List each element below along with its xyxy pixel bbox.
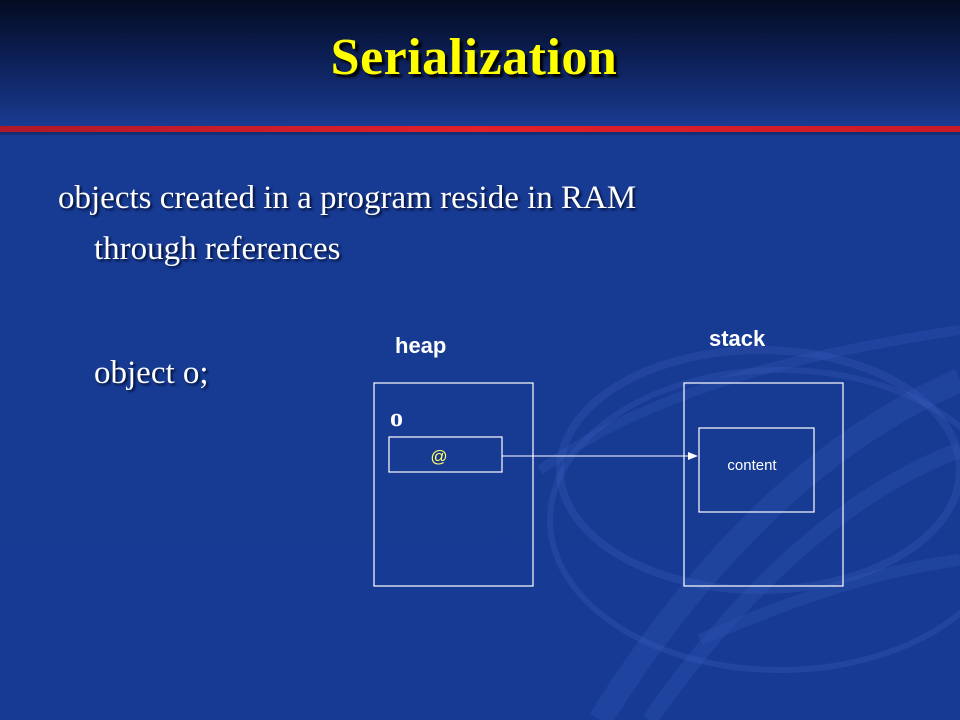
variable-name-label: o bbox=[390, 403, 403, 432]
heap-box bbox=[373, 382, 534, 587]
code-declaration: object o; bbox=[94, 355, 209, 391]
content-label: content bbox=[727, 457, 777, 474]
body-text-line-2: through references bbox=[94, 231, 341, 267]
title-divider-shadow bbox=[0, 132, 960, 135]
title-band bbox=[0, 0, 960, 128]
body-text-line-1: objects created in a program reside in R… bbox=[58, 180, 637, 216]
heap-label: heap bbox=[395, 333, 447, 358]
reference-cell bbox=[388, 436, 503, 473]
title-divider-rule bbox=[0, 126, 960, 132]
stack-box bbox=[683, 382, 844, 587]
slide-title: Serialization bbox=[330, 29, 618, 86]
reference-symbol: @ bbox=[430, 447, 447, 466]
stack-label: stack bbox=[709, 326, 766, 351]
object-content-box bbox=[698, 427, 815, 513]
